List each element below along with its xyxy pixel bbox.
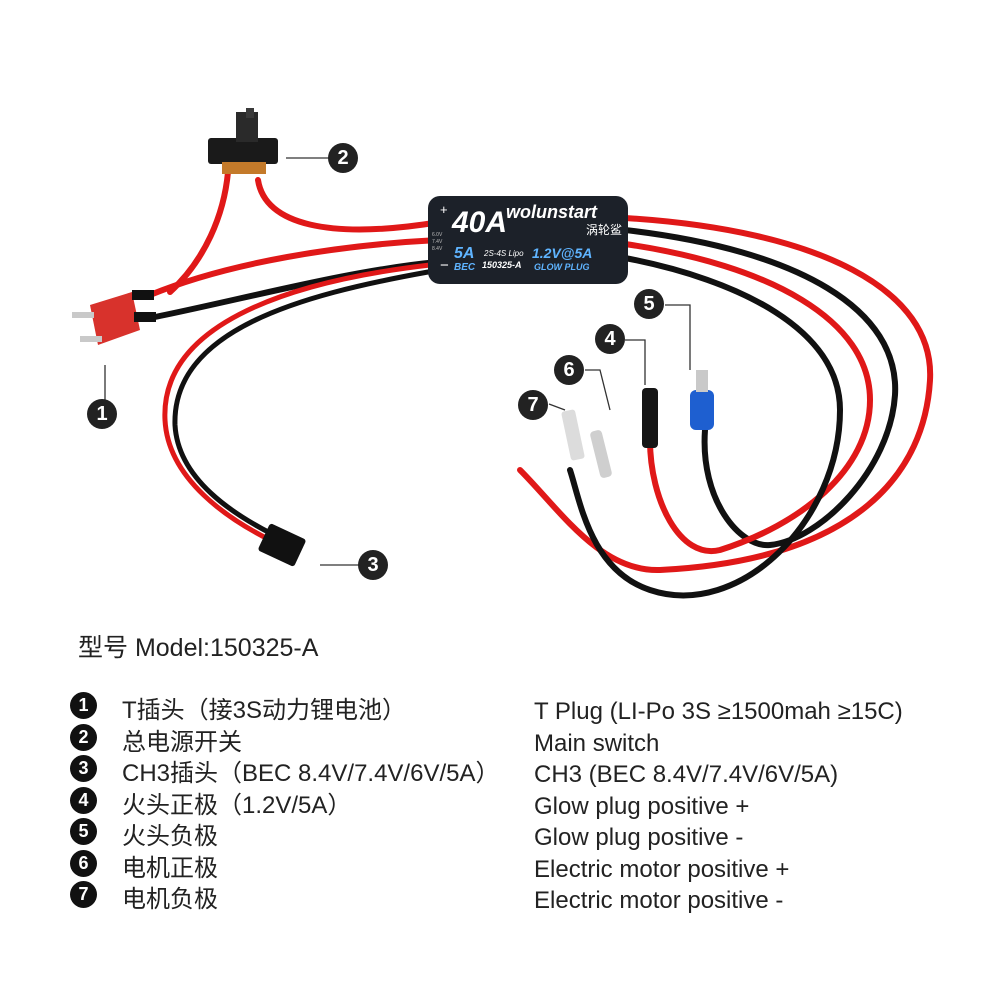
legend-number: 4 [70,786,97,814]
output-wire-3 [622,241,874,555]
legend-en: T Plug (LI-Po 3S ≥1500mah ≥15C) Main swi… [534,698,903,919]
callout-6: 6 [554,355,584,385]
esc-module: + − 40A wolunstart 涡轮鲨 6.0V 7.4V 8.4V 5A… [428,196,628,284]
model-label: 型号 Model:150325-A [78,634,319,662]
battery-wire-red [147,237,441,298]
legend-number: 6 [70,849,97,877]
esc-current: 40A [451,206,507,239]
callout-4: 4 [595,324,625,354]
output-wire-2 [622,227,899,549]
legend-en-text: T Plug (LI-Po 3S ≥1500mah ≥15C) [534,698,903,725]
legend-cn-text: 电机正极 [122,854,218,882]
callout-1: 1 [87,399,117,429]
t-plug [72,290,156,345]
output-wire-4 [567,255,844,599]
legend-en-text: Main switch [534,729,660,757]
esc-bec-label: BEC [454,262,476,273]
terminal-5 [690,370,714,430]
esc-model: 150325-A [482,260,522,270]
legend-en-text: Glow plug positive - [534,824,744,851]
esc-bec: 5A [454,245,474,262]
esc-brand-cn: 涡轮鲨 [586,223,622,237]
legend-cn-text: CH3插头（BEC 8.4V/7.4V/6V/5A） [122,760,500,787]
esc-glow-label: GLOW PLUG [534,262,590,272]
legend-en-text: Electric motor positive + [534,855,790,883]
legend-en-text: Glow plug positive + [534,792,750,820]
ch3-wire-black [172,269,431,537]
esc-voltage-6: 6.0V [432,232,443,238]
legend-cn-text: T插头（接3S动力锂电池） [122,697,407,724]
terminal-6 [590,430,612,478]
esc-minus: − [440,257,449,274]
callout-5: 5 [634,289,664,319]
legend-number: 5 [70,818,97,845]
terminal-7 [561,409,585,461]
esc-voltage-7: 7.4V [432,239,443,245]
legend-cn-text: 火头负极 [122,823,218,850]
esc-glow: 1.2V@5A [532,245,592,261]
legend-number: 2 [70,723,97,751]
switch-wire-red [255,177,443,233]
main-switch [208,108,278,174]
callout-2: 2 [328,143,358,173]
legend-cn-text: 电机负极 [122,886,218,913]
legend-number: 1 [70,692,97,719]
esc-cells: 2S-4S Lipo [483,249,524,258]
callout-3: 3 [358,550,388,580]
ch3-connector [258,523,306,567]
legend-number: 3 [70,755,97,782]
legend-number: 7 [70,881,97,908]
legend-en-text: CH3 (BEC 8.4V/7.4V/6V/5A) [534,761,839,788]
legend-cn-text: 总电源开关 [122,728,242,756]
terminal-4 [642,388,658,448]
esc-voltage-8: 8.4V [432,246,443,252]
callout-7: 7 [518,390,548,420]
legend-cn-text: 火头正极（1.2V/5A） [122,791,352,819]
esc-brand: wolunstart [506,202,598,222]
ch3-wire-red [162,262,433,543]
esc-plus: + [440,202,448,217]
legend-en-text: Electric motor positive - [534,887,784,914]
product-photo: + − 40A wolunstart 涡轮鲨 6.0V 7.4V 8.4V 5A… [72,108,934,599]
